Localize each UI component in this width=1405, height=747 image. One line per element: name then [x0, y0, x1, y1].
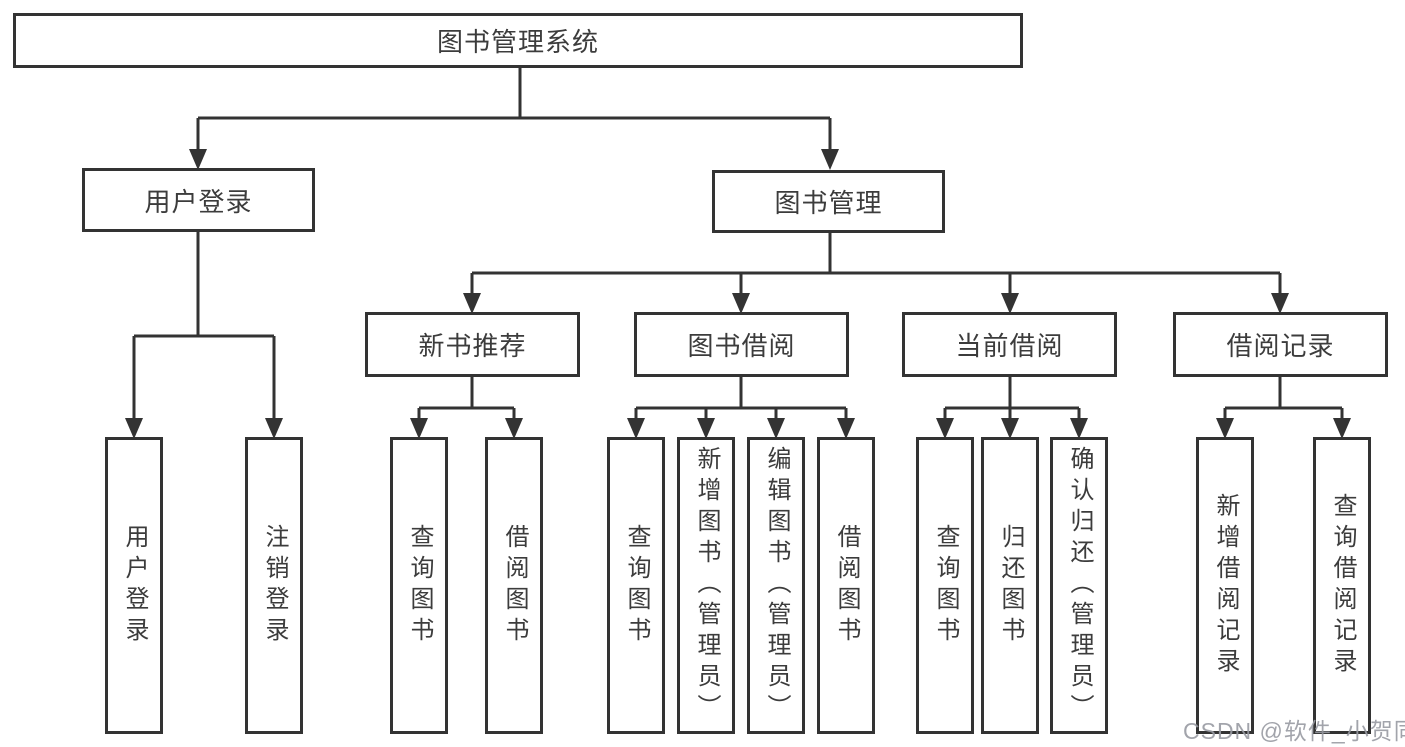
leaf-borrow-books-recommend: 借阅图书 [485, 437, 543, 734]
node-label: 查询图书 [406, 523, 433, 648]
node-label: 图书管理系统 [436, 27, 599, 57]
arrow-down-icon [936, 418, 954, 439]
leaf-confirm-return-admin: 确认归还（管理员） [1050, 437, 1108, 734]
node-label: 确认归还（管理员） [1066, 446, 1093, 725]
arrow-down-icon [189, 149, 207, 170]
node-label: 查询图书 [932, 523, 959, 648]
arrow-down-icon [697, 418, 715, 439]
node-label: 借阅图书 [501, 523, 528, 648]
node-book-management: 图书管理 [712, 170, 945, 233]
arrow-down-icon [410, 418, 428, 439]
node-label: 归还图书 [997, 523, 1024, 648]
arrow-down-icon [1001, 418, 1019, 439]
leaf-borrow-books-borrowing: 借阅图书 [817, 437, 875, 734]
arrow-down-icon [463, 293, 481, 314]
node-label: 用户登录 [121, 523, 148, 648]
arrow-down-icon [265, 418, 283, 439]
node-label: 当前借阅 [955, 331, 1064, 361]
node-label: 新增图书（管理员） [693, 446, 720, 725]
node-label: 新增借阅记录 [1212, 492, 1239, 679]
node-label: 查询借阅记录 [1329, 492, 1356, 679]
leaf-query-books-recommend: 查询图书 [390, 437, 448, 734]
arrow-down-icon [1216, 418, 1234, 439]
leaf-return-book: 归还图书 [981, 437, 1039, 734]
node-label: 编辑图书（管理员） [763, 446, 790, 725]
node-label: 借阅图书 [833, 523, 860, 648]
leaf-user-login: 用户登录 [105, 437, 163, 734]
node-label: 新书推荐 [418, 331, 527, 361]
arrow-down-icon [505, 418, 523, 439]
node-label: 借阅记录 [1226, 331, 1335, 361]
leaf-add-borrow-record: 新增借阅记录 [1196, 437, 1254, 734]
leaf-edit-book-admin: 编辑图书（管理员） [747, 437, 805, 734]
arrow-down-icon [1070, 418, 1088, 439]
node-label: 图书管理 [774, 188, 883, 218]
arrow-down-icon [1333, 418, 1351, 439]
arrow-down-icon [627, 418, 645, 439]
node-new-book-recommendation: 新书推荐 [365, 312, 580, 377]
node-borrowing-records: 借阅记录 [1173, 312, 1388, 377]
node-current-borrowing: 当前借阅 [902, 312, 1117, 377]
arrow-down-icon [837, 418, 855, 439]
node-label: 注销登录 [261, 523, 288, 648]
arrow-down-icon [1001, 293, 1019, 314]
node-user-login: 用户登录 [82, 168, 315, 232]
leaf-query-books-current: 查询图书 [916, 437, 974, 734]
watermark: CSDN @软件_小贺同学 [1183, 718, 1405, 744]
node-label: 图书借阅 [687, 331, 796, 361]
arrow-down-icon [821, 149, 839, 170]
node-label: 查询图书 [623, 523, 650, 648]
node-book-borrowing: 图书借阅 [634, 312, 849, 377]
leaf-query-books-borrowing: 查询图书 [607, 437, 665, 734]
node-library-management-system: 图书管理系统 [13, 13, 1023, 68]
node-label: 用户登录 [144, 186, 253, 217]
arrow-down-icon [1271, 293, 1289, 314]
leaf-query-borrow-record: 查询借阅记录 [1313, 437, 1371, 734]
leaf-add-book-admin: 新增图书（管理员） [677, 437, 735, 734]
arrow-down-icon [767, 418, 785, 439]
leaf-logout: 注销登录 [245, 437, 303, 734]
arrow-down-icon [732, 293, 750, 314]
arrow-down-icon [125, 418, 143, 439]
